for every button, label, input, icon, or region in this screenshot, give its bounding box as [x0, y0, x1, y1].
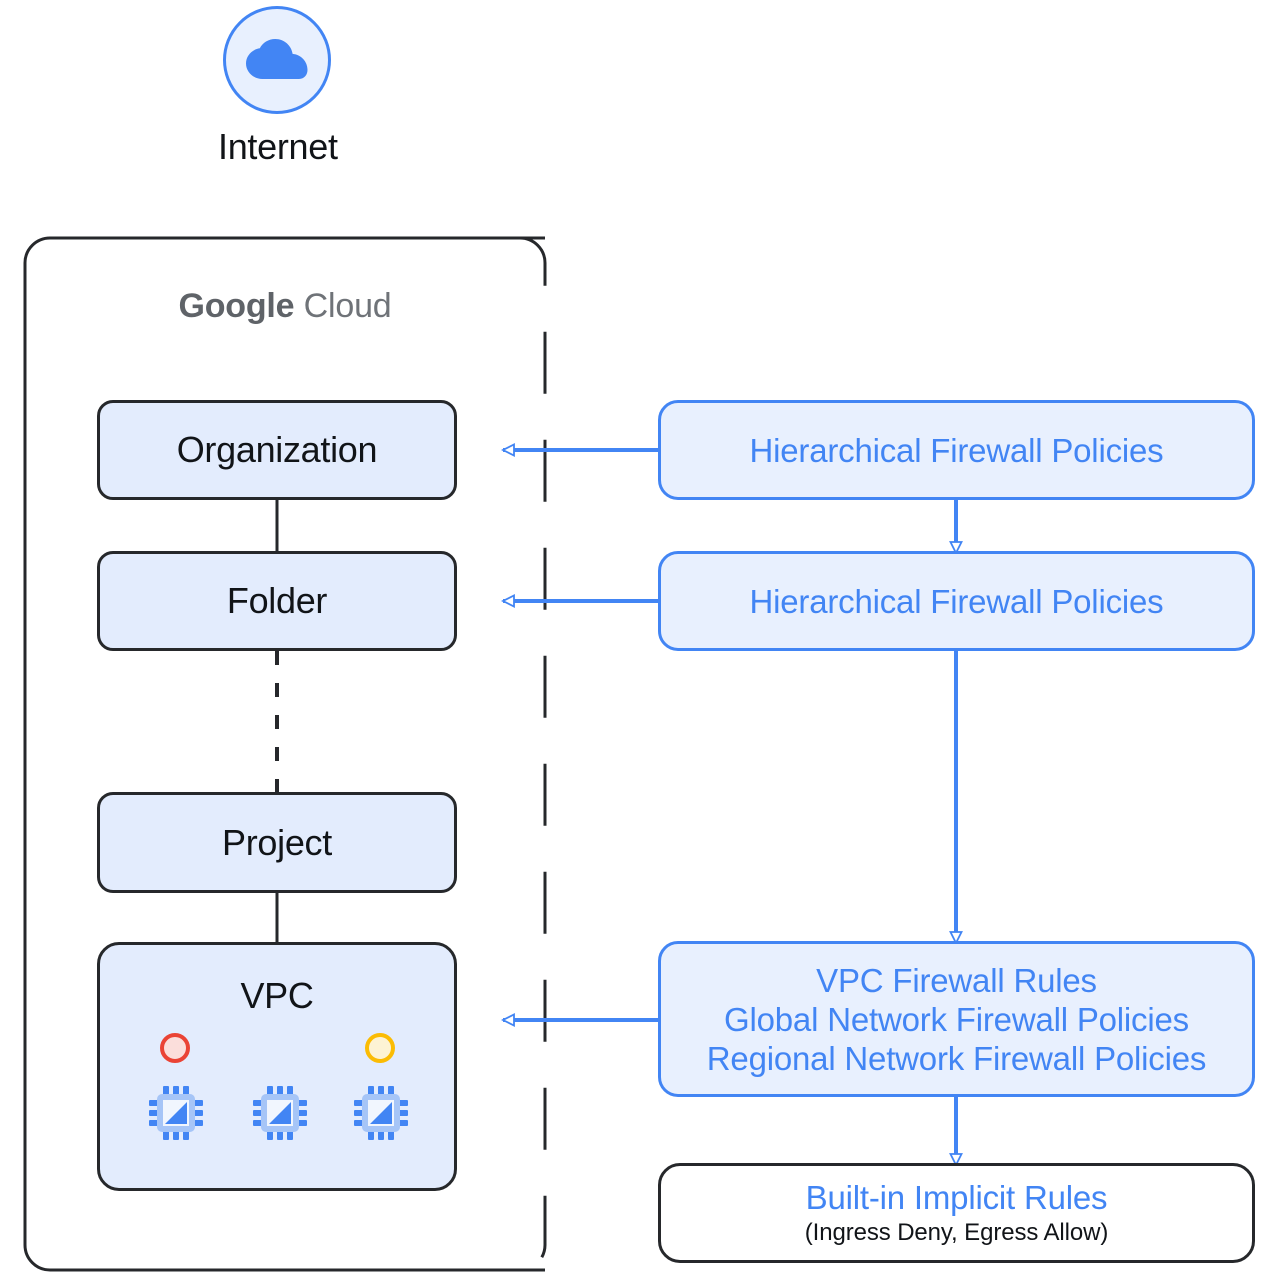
google-cloud-logo-text: Google Cloud	[25, 287, 545, 326]
node-organization[interactable]: Organization	[97, 400, 457, 500]
red-dot-icon	[160, 1033, 190, 1063]
policy-hierarchical-firewall-folder[interactable]: Hierarchical Firewall Policies	[658, 551, 1255, 651]
chip-icon	[252, 1085, 308, 1141]
internet-circle	[223, 6, 331, 114]
google-cloud-word-google: Google	[178, 287, 295, 325]
policy-line: Hierarchical Firewall Policies	[749, 582, 1164, 620]
node-project-label: Project	[222, 821, 332, 863]
node-project[interactable]: Project	[97, 792, 457, 893]
internet-label: Internet	[218, 126, 338, 167]
policy-network-firewall-rules[interactable]: VPC Firewall Rules Global Network Firewa…	[658, 941, 1255, 1097]
node-vpc-label: VPC	[240, 975, 314, 1016]
google-cloud-word-cloud: Cloud	[303, 287, 392, 325]
vpc-status-dots	[100, 1033, 460, 1073]
policy-line: VPC Firewall Rules	[816, 961, 1097, 999]
policy-hierarchical-firewall-organization[interactable]: Hierarchical Firewall Policies	[658, 400, 1255, 500]
yellow-dot-icon	[365, 1033, 395, 1063]
policy-line: Global Network Firewall Policies	[724, 1000, 1189, 1038]
node-organization-label: Organization	[176, 429, 378, 470]
vpc-instances	[100, 1085, 460, 1145]
chip-icon	[353, 1085, 409, 1141]
node-vpc[interactable]: VPC	[97, 942, 457, 1191]
chip-icon	[148, 1085, 204, 1141]
implicit-rules-title: Built-in Implicit Rules	[805, 1179, 1108, 1216]
policy-line: Regional Network Firewall Policies	[706, 1039, 1207, 1077]
node-folder[interactable]: Folder	[97, 551, 457, 651]
policy-line: Hierarchical Firewall Policies	[749, 431, 1164, 469]
policy-builtin-implicit-rules[interactable]: Built-in Implicit Rules (Ingress Deny, E…	[658, 1163, 1255, 1263]
implicit-rules-subtitle: (Ingress Deny, Egress Allow)	[804, 1219, 1109, 1246]
internet-node: Internet	[218, 6, 338, 168]
google-cloud-container: Google Cloud	[25, 237, 545, 1270]
node-folder-label: Folder	[226, 580, 328, 621]
